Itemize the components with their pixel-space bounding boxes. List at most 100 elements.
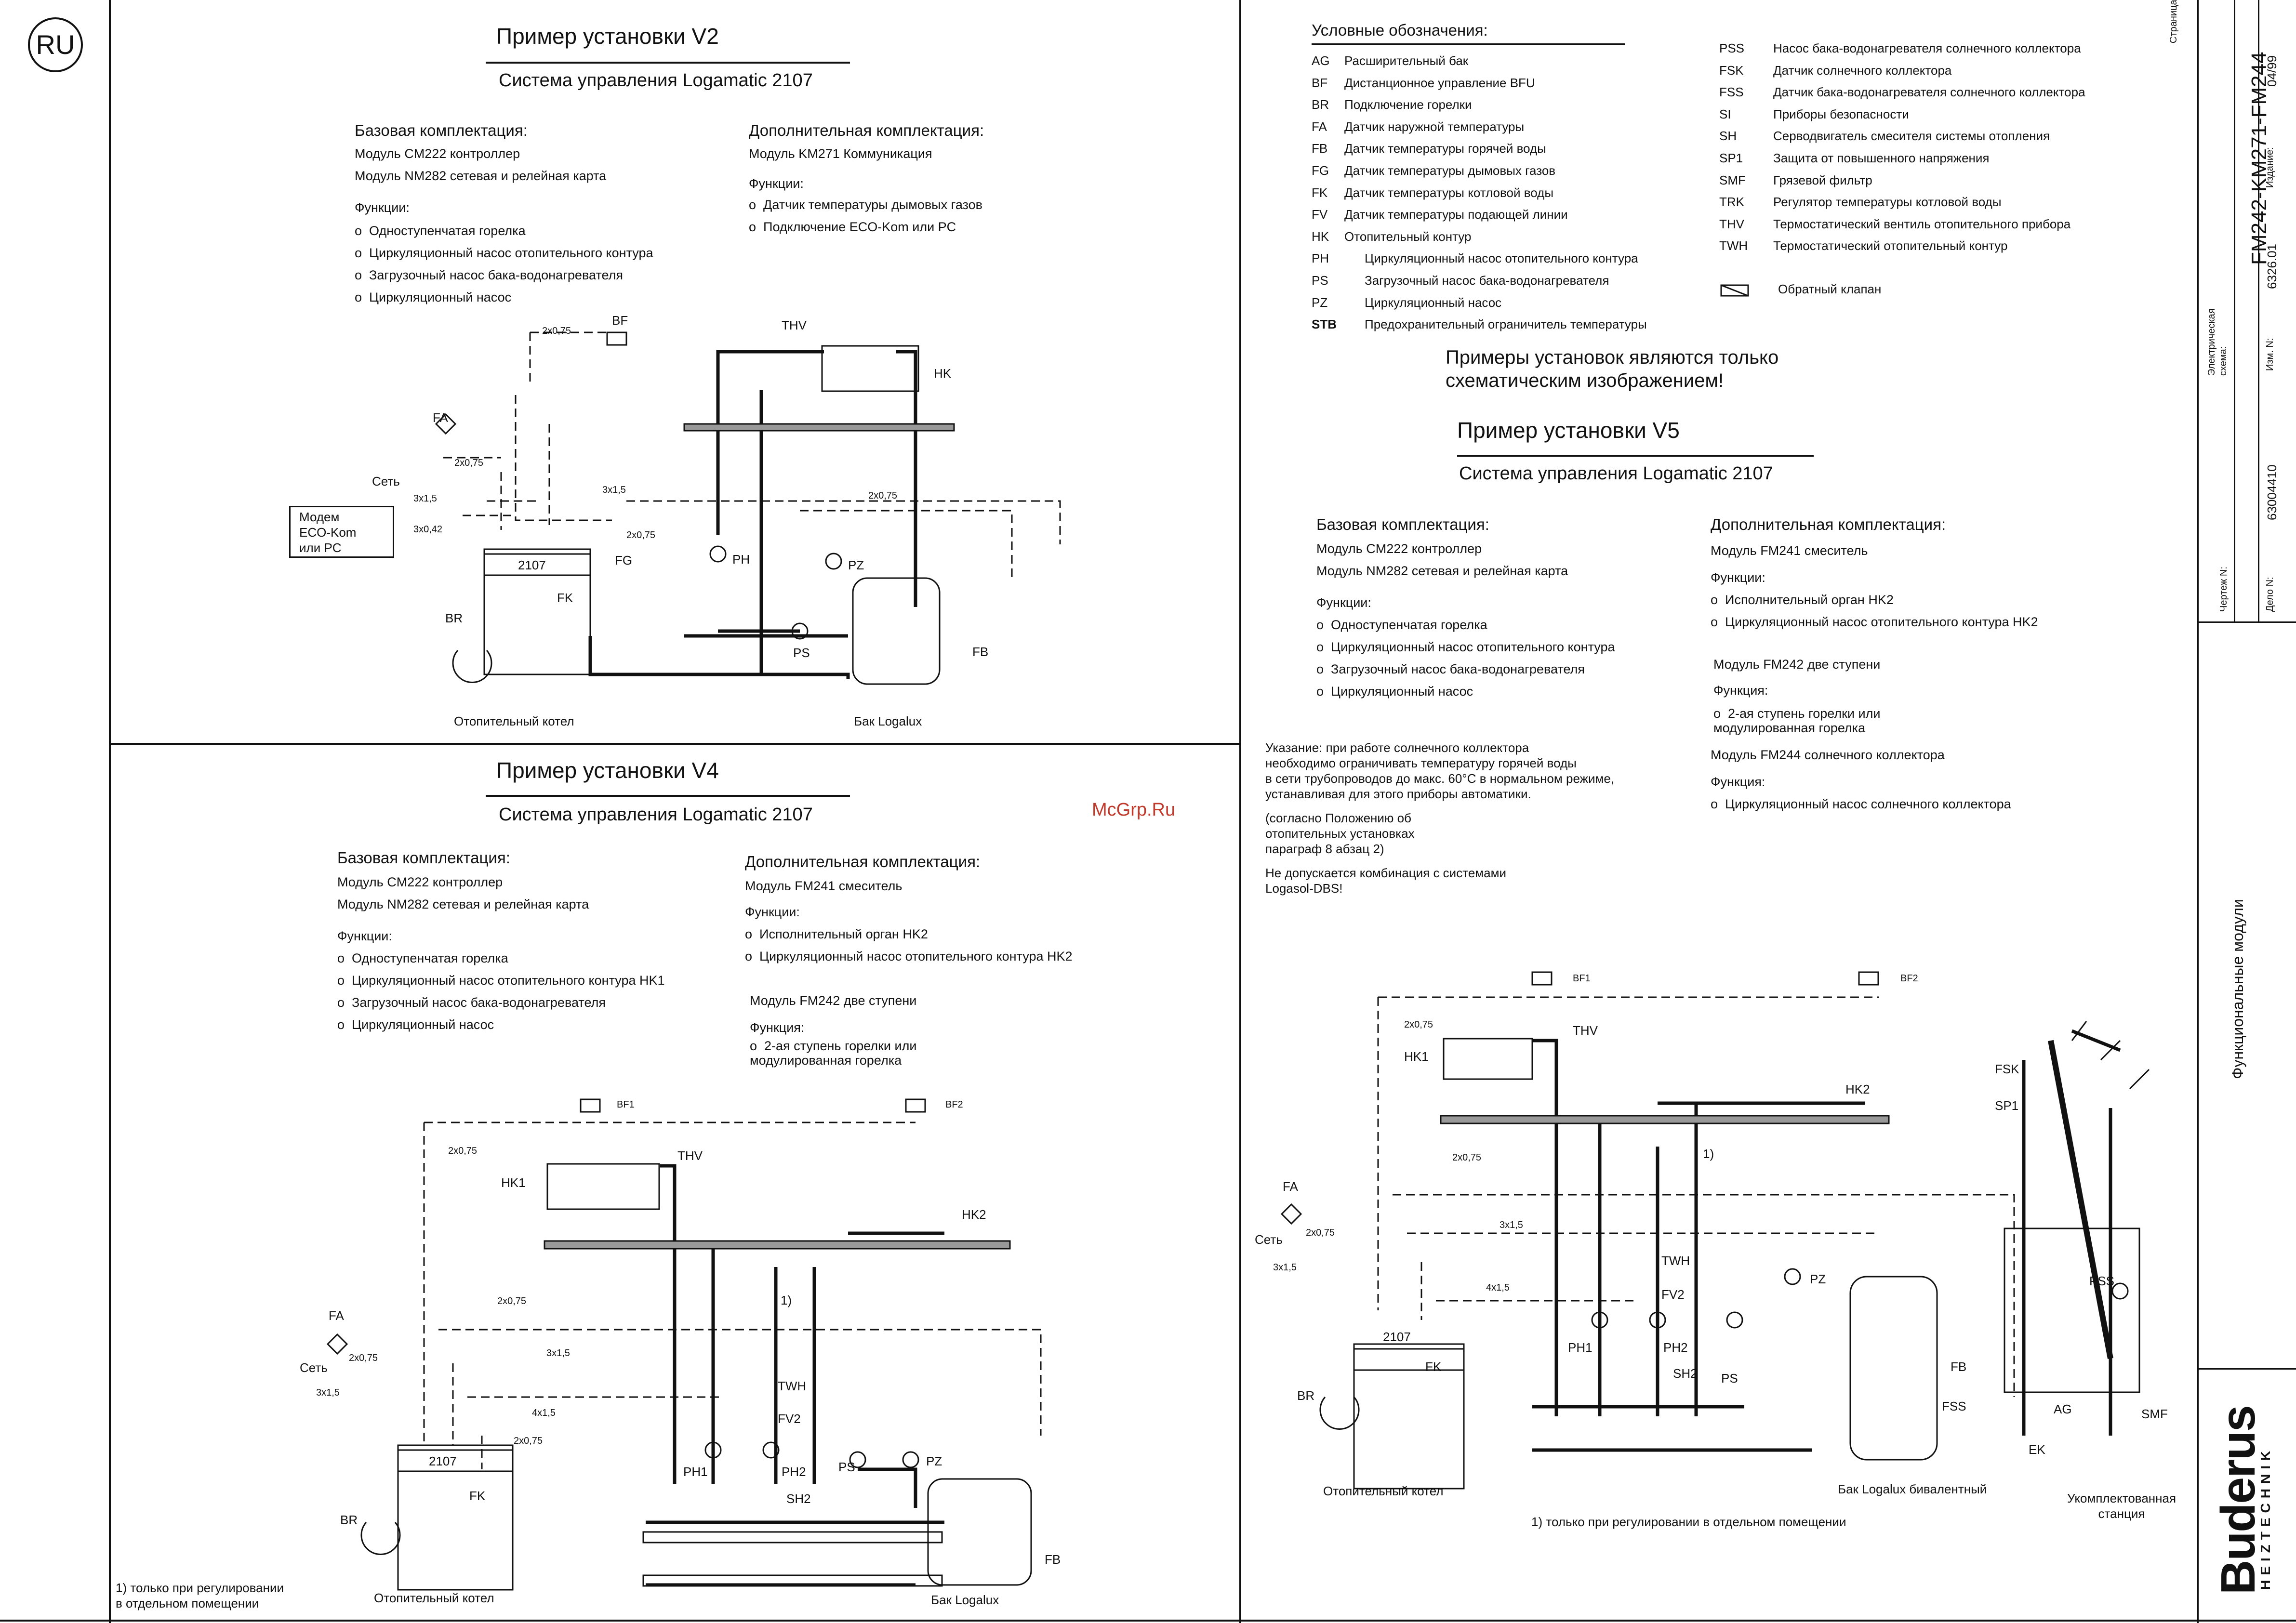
v5-base-heading: Базовая комплектация: bbox=[1316, 515, 1489, 533]
v2-cable-label: 3x1,5 bbox=[413, 493, 437, 504]
v5-function-item: o Циркуляционный насос bbox=[1316, 684, 1473, 699]
title-block-divider bbox=[2197, 0, 2199, 1623]
v5-function-item: o Загрузочный насос бака-водонагревателя bbox=[1316, 662, 1585, 676]
v2-label-set: Сеть bbox=[372, 474, 400, 488]
v4-cable-label: 2x0,75 bbox=[448, 1146, 478, 1156]
v5-label-ag: AG bbox=[2054, 1402, 2072, 1416]
v2-extra-functions-heading: Функции: bbox=[749, 176, 804, 191]
v5-label-fv2: FV2 bbox=[1661, 1287, 1685, 1302]
v2-label-bf: BF bbox=[612, 313, 628, 328]
v5-label-smf: SMF bbox=[2141, 1407, 2168, 1421]
v5-label-thv: THV bbox=[1573, 1023, 1598, 1038]
v4-label-br: BR bbox=[340, 1513, 358, 1527]
v2-label-fb: FB bbox=[972, 645, 989, 659]
v2-function-item: o Циркуляционный насос отопительного кон… bbox=[355, 246, 653, 260]
v4-module2: Модуль FM242 две ступени bbox=[750, 993, 917, 1008]
v2-base-heading: Базовая комплектация: bbox=[355, 121, 528, 139]
solar-hint: Указание: при работе солнечного коллекто… bbox=[1265, 740, 1615, 896]
v4-module2-functions-heading: Функция: bbox=[750, 1020, 805, 1035]
v5-label-hk1: HK1 bbox=[1404, 1049, 1429, 1064]
left-margin-line bbox=[109, 0, 111, 1623]
v2-cable-label: 3x0,42 bbox=[413, 524, 443, 535]
v2-function-item: o Одноступенчатая горелка bbox=[355, 224, 526, 238]
v4-cable-label: 3x1,5 bbox=[546, 1348, 570, 1359]
v2-label-fk: FK bbox=[557, 591, 573, 605]
horizontal-divider bbox=[111, 743, 1239, 745]
v4-cable-label: 2x0,75 bbox=[514, 1436, 543, 1446]
v5-label-hk2: HK2 bbox=[1845, 1082, 1870, 1096]
v4-label-bf2: BF2 bbox=[945, 1099, 963, 1110]
v5-module3: Модуль FM244 солнечного коллектора bbox=[1711, 748, 1945, 762]
v2-extra-function-item: o Подключение ECO-Kom или PC bbox=[749, 220, 956, 234]
v5-label-fb: FB bbox=[1951, 1359, 1967, 1374]
v4-label-pz: PZ bbox=[926, 1454, 942, 1468]
v5-subtitle: Система управления Logamatic 2107 bbox=[1459, 463, 1773, 484]
center-divider bbox=[1239, 0, 1241, 1623]
v4-label-ph1: PH1 bbox=[683, 1465, 708, 1479]
v5-function-item: o Одноступенчатая горелка bbox=[1316, 618, 1487, 632]
v4-function-item: o Одноступенчатая горелка bbox=[337, 951, 508, 965]
v5-function-item: o Циркуляционный насос отопительного кон… bbox=[1316, 640, 1615, 654]
v4-base-item: Модуль CM222 контроллер bbox=[337, 875, 503, 889]
v5-extra-item: Модуль FM241 смеситель bbox=[1711, 543, 1868, 558]
subject: Функциональные модули bbox=[2229, 899, 2246, 1079]
v2-base-item: Модуль CM222 контроллер bbox=[355, 146, 520, 161]
drawing-label: Чертеж N: bbox=[2218, 567, 2229, 612]
v4-label-fa: FA bbox=[329, 1308, 344, 1323]
v5-cable-label: 2x0,75 bbox=[1452, 1152, 1482, 1163]
v5-label-fss: FSS bbox=[1942, 1399, 1966, 1413]
v4-label-fb: FB bbox=[1045, 1552, 1061, 1567]
check-valve-label: Обратный клапан bbox=[1778, 282, 1882, 296]
v2-title: Пример установки V2 bbox=[496, 24, 719, 49]
v4-label-bf1: BF1 bbox=[617, 1099, 635, 1110]
v2-extra-item: Модуль KM271 Коммуникация bbox=[749, 146, 932, 161]
v4-boiler-caption: Отопительный котел bbox=[374, 1591, 494, 1605]
v4-extra-functions-heading: Функции: bbox=[745, 905, 800, 919]
v5-module2: Модуль FM242 две ступени bbox=[1713, 657, 1881, 672]
v4-footnote-marker: 1) bbox=[781, 1293, 792, 1307]
v4-subtitle: Система управления Logamatic 2107 bbox=[499, 805, 813, 825]
v5-label-fk: FK bbox=[1425, 1359, 1442, 1374]
v4-label-sh2: SH2 bbox=[786, 1491, 811, 1506]
v2-label-hk: HK bbox=[934, 366, 952, 381]
v5-controller-label: 2107 bbox=[1383, 1330, 1411, 1344]
v2-tank-caption: Бак Logalux bbox=[854, 714, 922, 728]
case-number: 63004410 bbox=[2265, 464, 2279, 520]
v4-cable-label: 3x1,5 bbox=[316, 1387, 340, 1398]
v4-label-hk1: HK1 bbox=[501, 1175, 526, 1190]
v5-label-bf2: BF2 bbox=[1900, 973, 1918, 984]
v4-title-underline bbox=[486, 795, 850, 797]
v2-label-fg: FG bbox=[615, 553, 633, 567]
page-number: Страница 2 bbox=[2168, 0, 2179, 43]
v5-module3-function-item: o Циркуляционный насос солнечного коллек… bbox=[1711, 797, 2011, 811]
v4-extra-function-item: o Циркуляционный насос отопительного кон… bbox=[745, 949, 1073, 963]
v5-cable-label: 4x1,5 bbox=[1486, 1282, 1510, 1293]
v5-tank-caption: Бак Logalux бивалентный bbox=[1838, 1482, 1987, 1496]
v4-base-item: Модуль NM282 сетевая и релейная карта bbox=[337, 897, 589, 911]
v2-label-pz: PZ bbox=[848, 558, 864, 572]
v4-functions-heading: Функции: bbox=[337, 929, 392, 943]
v4-label-hk2: HK2 bbox=[962, 1207, 986, 1222]
v5-label-br: BR bbox=[1297, 1388, 1315, 1403]
v4-title: Пример установки V4 bbox=[496, 758, 719, 783]
v5-footnote-marker: 1) bbox=[1703, 1147, 1714, 1161]
title-block-vline bbox=[2258, 0, 2259, 621]
v4-label-fk: FK bbox=[469, 1489, 486, 1503]
v5-base-item: Модуль NM282 сетевая и релейная карта bbox=[1316, 564, 1568, 578]
v2-controller-label: 2107 bbox=[518, 558, 546, 572]
v5-functions-heading: Функции: bbox=[1316, 595, 1371, 610]
v5-footnote: 1) только при регулировании в отдельном … bbox=[1531, 1515, 1846, 1529]
v5-module2-functions-heading: Функция: bbox=[1713, 683, 1768, 698]
v4-cable-label: 2x0,75 bbox=[497, 1296, 527, 1306]
v4-function-item: o Загрузочный насос бака-водонагревателя bbox=[337, 995, 606, 1010]
v5-title-underline bbox=[1457, 455, 1814, 457]
v2-functions-heading: Функции: bbox=[355, 200, 410, 215]
